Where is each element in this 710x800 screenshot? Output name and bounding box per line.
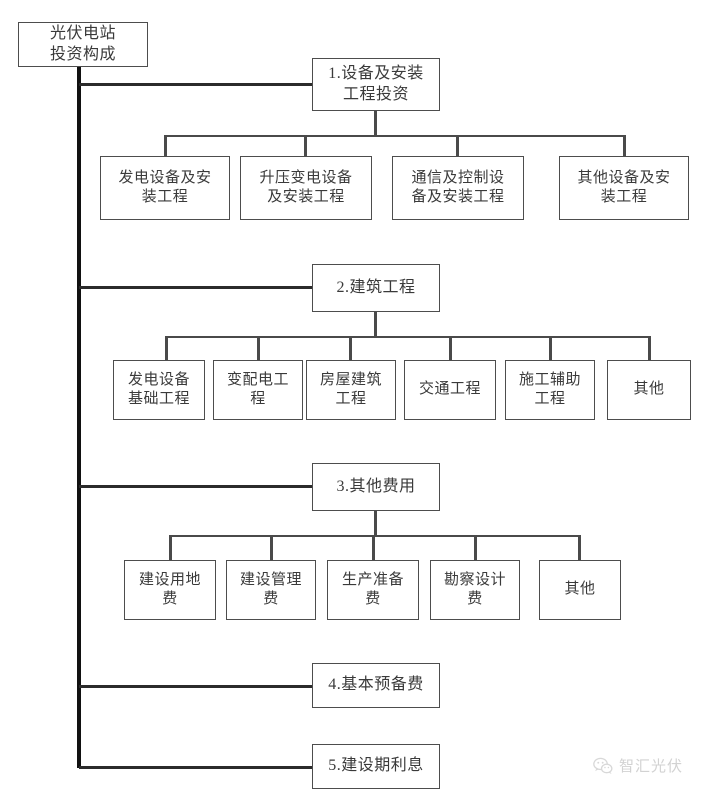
node-s3-child-1[interactable]: 建设用地 费 xyxy=(124,560,216,620)
node-section-1-label: 1.设备及安装 工程投资 xyxy=(328,65,424,103)
node-s2-child-2-label: 变配电工 程 xyxy=(226,371,289,407)
drop-s2-child-1 xyxy=(165,336,168,360)
stem-to-section-5 xyxy=(79,766,313,769)
node-section-2[interactable]: 2.建筑工程 xyxy=(312,264,440,312)
watermark: 智汇光伏 xyxy=(593,755,683,776)
node-s3-child-2-label: 建设管理 费 xyxy=(239,571,302,607)
drop-section-1 xyxy=(374,111,377,137)
node-s2-child-5[interactable]: 施工辅助 工程 xyxy=(505,360,595,420)
drop-s1-child-2 xyxy=(304,135,307,156)
drop-s2-child-6 xyxy=(648,336,651,360)
drop-s3-child-2 xyxy=(270,535,273,560)
node-section-3-label: 3.其他费用 xyxy=(336,477,416,495)
stem-to-section-4 xyxy=(79,685,313,688)
node-s3-child-4-label: 勘察设计 费 xyxy=(443,571,506,607)
node-s1-child-1[interactable]: 发电设备及安 装工程 xyxy=(100,156,230,220)
drop-s3-child-3 xyxy=(372,535,375,560)
node-s1-child-4-label: 其他设备及安 装工程 xyxy=(577,169,671,205)
node-s2-child-4-label: 交通工程 xyxy=(418,381,481,398)
node-s1-child-2[interactable]: 升压变电设备 及安装工程 xyxy=(240,156,372,220)
node-s2-child-3-label: 房屋建筑 工程 xyxy=(319,371,382,407)
drop-s1-child-4 xyxy=(623,135,626,156)
node-s2-child-1[interactable]: 发电设备 基础工程 xyxy=(113,360,205,420)
node-s1-child-1-label: 发电设备及安 装工程 xyxy=(118,169,212,205)
node-s2-child-6[interactable]: 其他 xyxy=(607,360,691,420)
stem-to-section-1 xyxy=(79,83,313,86)
node-s1-child-3-label: 通信及控制设 备及安装工程 xyxy=(411,169,505,205)
bus-section-3 xyxy=(170,535,580,537)
drop-section-2 xyxy=(374,311,377,338)
node-s1-child-3[interactable]: 通信及控制设 备及安装工程 xyxy=(392,156,524,220)
node-s3-child-3[interactable]: 生产准备 费 xyxy=(327,560,419,620)
node-root[interactable]: 光伏电站 投资构成 xyxy=(18,22,148,67)
node-root-label: 光伏电站 投资构成 xyxy=(49,25,116,63)
node-s2-child-2[interactable]: 变配电工 程 xyxy=(213,360,303,420)
watermark-label: 智汇光伏 xyxy=(619,758,684,775)
trunk-line xyxy=(77,66,81,768)
drop-s2-child-2 xyxy=(257,336,260,360)
drop-s2-child-3 xyxy=(349,336,352,360)
node-s3-child-3-label: 生产准备 费 xyxy=(341,571,404,607)
stem-to-section-3 xyxy=(79,485,313,488)
node-s3-child-1-label: 建设用地 费 xyxy=(138,571,201,607)
wechat-icon xyxy=(593,757,613,775)
drop-s3-child-4 xyxy=(474,535,477,560)
node-section-4[interactable]: 4.基本预备费 xyxy=(312,663,440,708)
drop-s3-child-5 xyxy=(578,535,581,560)
node-section-5-label: 5.建设期利息 xyxy=(328,757,424,775)
node-section-3[interactable]: 3.其他费用 xyxy=(312,463,440,511)
bus-section-2 xyxy=(166,336,650,338)
node-s2-child-1-label: 发电设备 基础工程 xyxy=(127,371,190,407)
node-s3-child-5[interactable]: 其他 xyxy=(539,560,621,620)
drop-s1-child-1 xyxy=(164,135,167,156)
node-s3-child-5-label: 其他 xyxy=(564,581,596,598)
node-s1-child-4[interactable]: 其他设备及安 装工程 xyxy=(559,156,689,220)
bus-section-1 xyxy=(165,135,625,137)
node-section-4-label: 4.基本预备费 xyxy=(328,676,424,694)
node-section-1[interactable]: 1.设备及安装 工程投资 xyxy=(312,58,440,111)
node-section-2-label: 2.建筑工程 xyxy=(336,278,416,296)
drop-s2-child-4 xyxy=(449,336,452,360)
node-s2-child-3[interactable]: 房屋建筑 工程 xyxy=(306,360,396,420)
drop-s3-child-1 xyxy=(169,535,172,560)
node-section-5[interactable]: 5.建设期利息 xyxy=(312,744,440,789)
drop-s2-child-5 xyxy=(549,336,552,360)
node-s2-child-5-label: 施工辅助 工程 xyxy=(518,371,581,407)
node-s3-child-4[interactable]: 勘察设计 费 xyxy=(430,560,520,620)
drop-section-3 xyxy=(374,510,377,537)
stem-to-section-2 xyxy=(79,286,313,289)
node-s1-child-2-label: 升压变电设备 及安装工程 xyxy=(259,169,353,205)
drop-s1-child-3 xyxy=(456,135,459,156)
node-s3-child-2[interactable]: 建设管理 费 xyxy=(226,560,316,620)
node-s2-child-4[interactable]: 交通工程 xyxy=(404,360,496,420)
node-s2-child-6-label: 其他 xyxy=(633,381,665,398)
